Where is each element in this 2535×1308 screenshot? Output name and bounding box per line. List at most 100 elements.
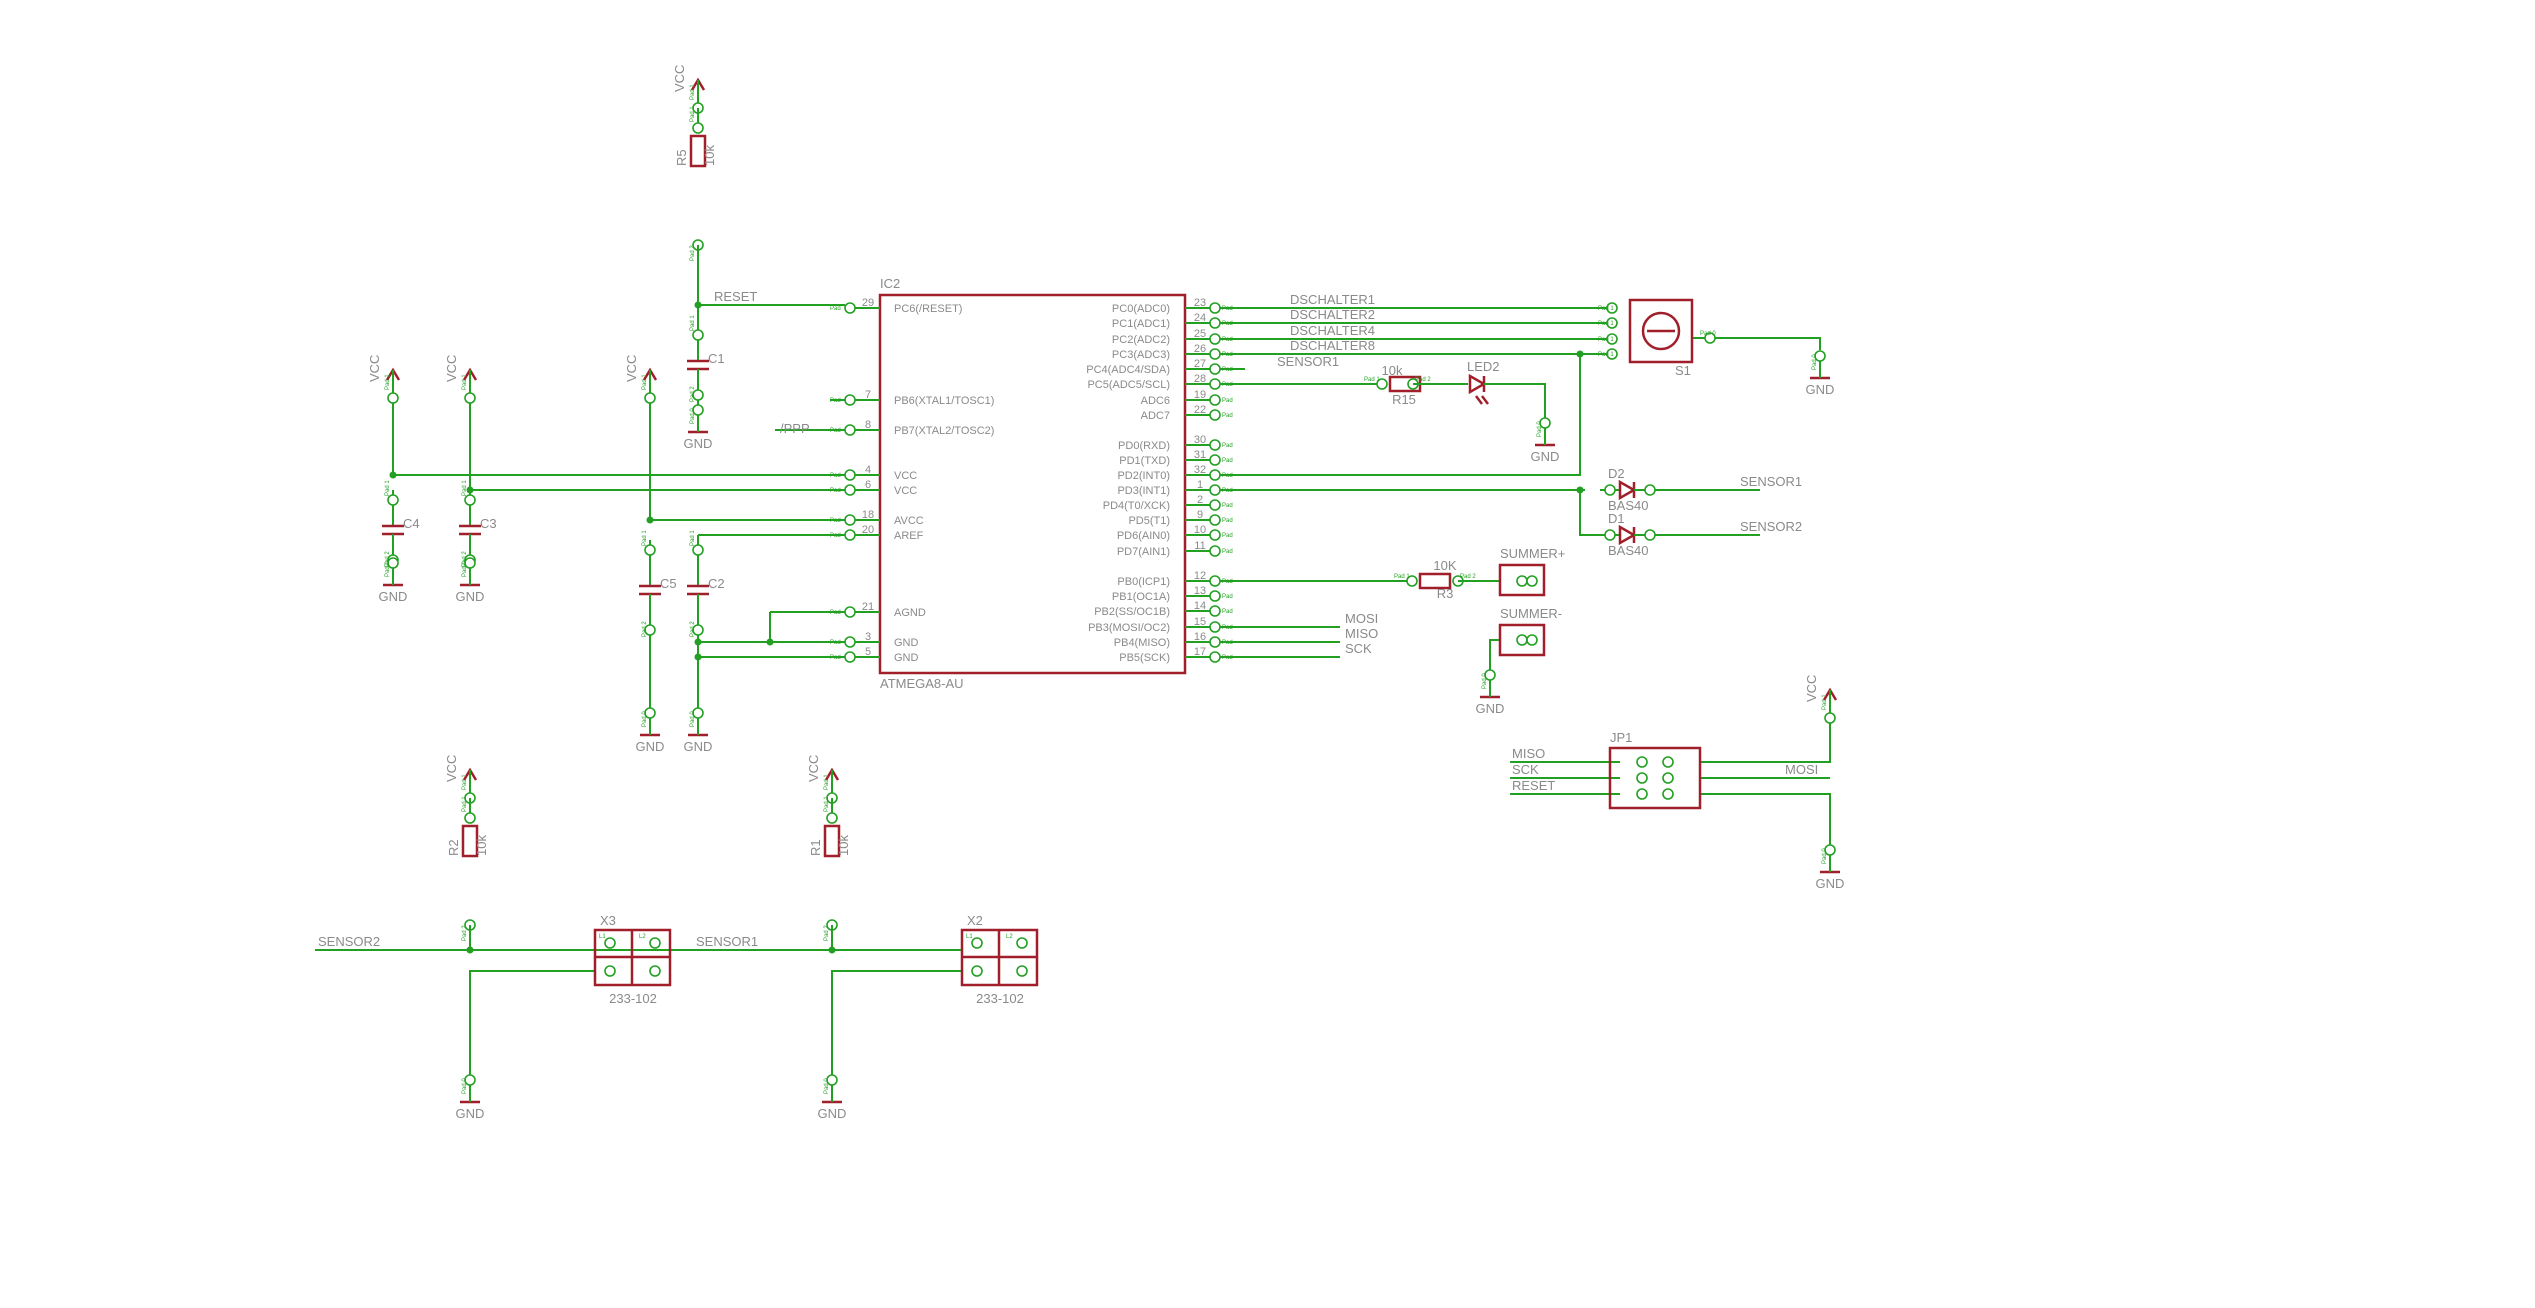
pin-ring bbox=[692, 707, 704, 719]
x2-value: 233-102 bbox=[976, 991, 1024, 1006]
gnd-label: GND bbox=[1476, 701, 1505, 716]
pin-label: Pad bbox=[1222, 655, 1233, 661]
ic2-body bbox=[878, 293, 1187, 675]
pin-label: Pad 2 bbox=[462, 925, 468, 941]
pin-ring bbox=[1209, 514, 1221, 526]
pin-label: Pad 0 bbox=[642, 711, 648, 727]
ic2-pin-number: 3 bbox=[865, 631, 871, 643]
ic2-pin-name: VCC bbox=[894, 485, 917, 497]
pin-ring bbox=[1209, 409, 1221, 421]
x2-net-label: SENSOR1 bbox=[696, 934, 758, 949]
pin-ring bbox=[692, 389, 704, 401]
pin-label: Pad bbox=[1222, 503, 1233, 509]
ic2-pin-number: 14 bbox=[1194, 600, 1206, 612]
pin-label: Pad bbox=[1222, 367, 1233, 373]
pin-ring bbox=[1539, 417, 1551, 429]
pin-ring bbox=[649, 965, 661, 977]
ic2-pin-number: 8 bbox=[865, 419, 871, 431]
pin-ring bbox=[844, 484, 856, 496]
vcc-label: VCC bbox=[444, 355, 459, 382]
pin-ring bbox=[826, 812, 838, 824]
pin-label: Pad 1 bbox=[385, 374, 391, 390]
ic2-pin-name: PC3(ADC3) bbox=[1112, 349, 1170, 361]
pin-label: Pad 1 bbox=[462, 774, 468, 790]
pin-label: Pad bbox=[1222, 306, 1233, 312]
r2-value: 10k bbox=[474, 835, 489, 856]
sensor-gnd-wire bbox=[469, 970, 595, 1080]
ic2-value: ATMEGA8-AU bbox=[880, 676, 964, 691]
gnd-label: GND bbox=[636, 739, 665, 754]
pin-label: Pad bbox=[1222, 321, 1233, 327]
pin-label: Pad bbox=[830, 610, 841, 616]
pin-label: Pad 1 bbox=[824, 774, 830, 790]
ic2-pin-number: 21 bbox=[862, 601, 874, 613]
reset-net-label: RESET bbox=[714, 289, 757, 304]
pin-ring bbox=[844, 469, 856, 481]
pin-ring bbox=[387, 557, 399, 569]
dschalter8-label: DSCHALTER8 bbox=[1290, 338, 1375, 353]
pin-ring bbox=[1662, 772, 1674, 784]
x3-net-label: SENSOR2 bbox=[318, 934, 380, 949]
pin-ring bbox=[1406, 575, 1418, 587]
pin-label: Pad 1 bbox=[1364, 377, 1380, 383]
pin-ring bbox=[1606, 348, 1618, 360]
r15-value: 10k bbox=[1382, 363, 1403, 378]
pin-ring bbox=[1209, 590, 1221, 602]
c5-name: C5 bbox=[660, 576, 677, 591]
pin-label: Pad 0 bbox=[1822, 848, 1828, 864]
ic2-pin-name: PB4(MISO) bbox=[1114, 637, 1170, 649]
ic2-pin-number: 17 bbox=[1194, 646, 1206, 658]
r3-name: R3 bbox=[1437, 586, 1454, 601]
pin-ring bbox=[844, 424, 856, 436]
pin-label: Pad 0 bbox=[1812, 354, 1818, 370]
pin-label: Pad bbox=[1222, 549, 1233, 555]
pin-label: Pad 1 bbox=[462, 796, 468, 812]
pin-ring bbox=[971, 965, 983, 977]
pin-label: Pad 0 bbox=[690, 408, 696, 424]
led-gnd-wire bbox=[1515, 383, 1546, 430]
pin-label: Pad 1 bbox=[690, 106, 696, 122]
ic2-pin-name: PD1(TXD) bbox=[1119, 455, 1170, 467]
pin-ring bbox=[387, 494, 399, 506]
pin-label: Pad bbox=[1222, 625, 1233, 631]
pin-ring bbox=[1606, 302, 1618, 314]
ic2-pin-number: 31 bbox=[1194, 449, 1206, 461]
summer-minus-body bbox=[1498, 623, 1546, 657]
ic2-pin-number: 13 bbox=[1194, 585, 1206, 597]
mosi-label: MOSI bbox=[1345, 611, 1378, 626]
r2-name: R2 bbox=[446, 839, 461, 856]
junction-dot bbox=[828, 946, 836, 954]
pin-label: Pad 1 bbox=[690, 530, 696, 546]
sck-label: SCK bbox=[1345, 641, 1372, 656]
pin-ring bbox=[1704, 332, 1716, 344]
pin-label: Pad 2 bbox=[1460, 574, 1476, 580]
pin-ring bbox=[1824, 844, 1836, 856]
ic2-pin-name: PB6(XTAL1/TOSC1) bbox=[894, 395, 994, 407]
gnd-label: GND bbox=[818, 1106, 847, 1121]
r1-name: R1 bbox=[808, 839, 823, 856]
ic2-pin-name: ADC6 bbox=[1141, 395, 1170, 407]
pin-ring bbox=[1209, 545, 1221, 557]
pin-label: Pad bbox=[1222, 352, 1233, 358]
pin-label: L1 bbox=[966, 934, 973, 940]
c2-name: C2 bbox=[708, 576, 725, 591]
ic2-pin-name: GND bbox=[894, 637, 919, 649]
pin-label: Pad 1 bbox=[642, 374, 648, 390]
ic2-pin-number: 4 bbox=[865, 464, 871, 476]
gnd-label: GND bbox=[684, 436, 713, 451]
pin-ring bbox=[1526, 575, 1538, 587]
resistor-body bbox=[689, 134, 707, 168]
r1-value: 10k bbox=[836, 835, 851, 856]
gnd-label: GND bbox=[1531, 449, 1560, 464]
ic2-pin-number: 25 bbox=[1194, 328, 1206, 340]
ic2-pin-name: AGND bbox=[894, 607, 926, 619]
pin-ring bbox=[644, 707, 656, 719]
c3-name: C3 bbox=[480, 516, 497, 531]
vcc-label: VCC bbox=[367, 355, 382, 382]
summer-minus-wire bbox=[1489, 639, 1500, 675]
pin-ring bbox=[1636, 756, 1648, 768]
pin-ring bbox=[692, 544, 704, 556]
pin-ring bbox=[692, 404, 704, 416]
pin-label: Pad 0 bbox=[1537, 421, 1543, 437]
